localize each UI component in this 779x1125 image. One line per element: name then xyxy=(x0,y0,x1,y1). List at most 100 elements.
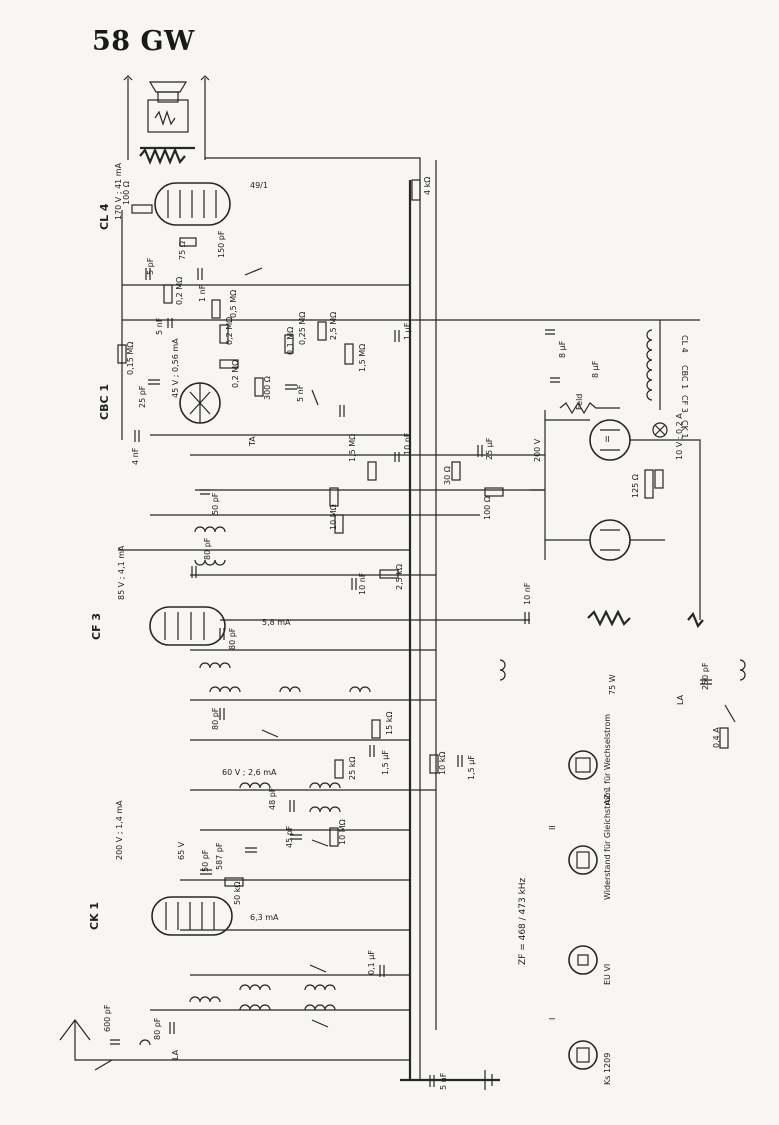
lbl-c10n: 10 nF xyxy=(403,432,412,455)
lbl-r05m: 0,5 MΩ xyxy=(229,290,238,318)
power-rails xyxy=(100,157,700,1090)
ck1-osc: 60 V ; 2,6 mA xyxy=(222,768,277,777)
lbl-c80p-d: 80 pF xyxy=(153,1017,162,1040)
lbl-c8u: 8 µF xyxy=(558,340,567,358)
lbl-c4n: 4 nF xyxy=(131,447,140,465)
lbl-r25k-b: 25 kΩ xyxy=(348,757,357,780)
rectifier-tubes xyxy=(530,410,701,620)
lbl-c1u: 1 µF xyxy=(403,322,412,340)
cl4-voltage: 170 V ; 41 mA xyxy=(114,162,123,220)
lbl-pot15k: 15 kΩ xyxy=(385,712,394,735)
tube-cf3: 5,8 mA xyxy=(149,606,291,646)
lbl-r30: 30 Ω xyxy=(443,466,452,485)
lbl-c600p: 600 pF xyxy=(103,1004,112,1032)
lbl-r02m-a: 0,2 MΩ xyxy=(175,277,184,305)
legend-euvi: EU VI xyxy=(603,964,612,985)
legend-az1: AZ 1 für Wechselstrom xyxy=(603,714,612,805)
lbl-r10m: 10 MΩ xyxy=(329,504,338,530)
lbl-r25m: 2,5 MΩ xyxy=(329,312,338,340)
right-coils xyxy=(559,320,704,629)
lbl-r01m: 0,1 MΩ xyxy=(286,327,295,355)
lbl-c80p: 80 pF xyxy=(203,537,212,560)
lbl-fuse: 0,4 A xyxy=(712,727,721,748)
lbl-c5n: 5 nF xyxy=(155,317,164,335)
cbc1-label: CBC 1 xyxy=(98,384,111,420)
lbl-c45p: 45 pF xyxy=(285,825,294,848)
tube-cbc1 xyxy=(179,382,221,424)
lbl-c10n-c: 10 nF xyxy=(523,582,532,605)
if-coils xyxy=(189,526,746,1011)
tube-cl4: 49/1 xyxy=(154,181,268,226)
lbl-c25u: 25 µF xyxy=(485,437,494,460)
ck1-label: CK 1 xyxy=(88,902,101,930)
lbl-c50p: 50 pF xyxy=(211,492,220,515)
lbl-c5p: 5 pF xyxy=(146,257,155,275)
switches xyxy=(244,267,736,1028)
output-transformer xyxy=(139,146,195,165)
lbl-c80p-b: 80 pF xyxy=(228,627,237,650)
rectifier-label: II xyxy=(605,435,610,444)
lbl-r100-b: 100 Ω xyxy=(483,496,492,520)
lbl-zf: ZF = 468 / 473 kHz xyxy=(518,877,528,965)
cf3-label: CF 3 xyxy=(90,613,103,640)
coil-right-2: CL 4 xyxy=(680,335,689,353)
legend-mark-i: I xyxy=(548,1018,557,1020)
lbl-r100: 100 Ω xyxy=(122,181,131,205)
ck1-screen: 65 V xyxy=(177,841,186,860)
legend-widerstand: Widerstand für Gleichstrom xyxy=(603,790,612,900)
ck1-current: 6,3 mA xyxy=(250,913,279,922)
lbl-r10m-b: 10 MΩ xyxy=(338,819,347,845)
lbl-r300: 300 Ω xyxy=(263,376,272,400)
cf3-voltage: 85 V ; 4,1 mA xyxy=(117,545,126,600)
lbl-v200: 200 V xyxy=(533,438,542,462)
lbl-watt: 75 W xyxy=(608,674,617,695)
lbl-c10n-b: 10 nF xyxy=(358,572,367,595)
legend-mark-ii: II xyxy=(548,825,557,830)
lbl-r50k: 50 kΩ xyxy=(233,882,242,905)
lbl-c250p: 250 pF xyxy=(701,662,710,690)
ck1-anode: 200 V ; 1,4 mA xyxy=(115,800,124,860)
lbl-c587p: 587 pF xyxy=(215,842,224,870)
capacitors xyxy=(110,268,712,1087)
lbl-c25p: 25 pF xyxy=(138,385,147,408)
lbl-c5n-b: 5 nF xyxy=(296,384,305,402)
lbl-la: LA xyxy=(171,1049,180,1060)
lbl-r15m: 1,5 MΩ xyxy=(348,434,357,462)
lbl-c48p: 48 pF xyxy=(268,787,277,810)
lamp-label: 10 V ; 0,2 A xyxy=(675,413,684,460)
lbl-c50p-b: 50 pF xyxy=(201,849,210,872)
r125-label: 125 Ω xyxy=(631,474,640,498)
lbl-pot15m: 1,5 MΩ xyxy=(358,344,367,372)
resistors xyxy=(117,179,729,887)
lbl-c15u: 1,5 µF xyxy=(381,750,390,775)
legend-ks1209: Ks 1209 xyxy=(603,1053,612,1085)
lbl-ta: TA xyxy=(248,436,257,447)
lbl-la-right: LA xyxy=(676,694,685,705)
coil-right-1: CBC 1 xyxy=(680,365,689,389)
coil-right-3: CF 3 xyxy=(680,395,689,413)
component-labels: 100 Ω 4 kΩ 5 pF 150 pF 75 Ω 1 nF 0,2 MΩ … xyxy=(103,177,721,1090)
cbc1-value: 45 V ; 0,56 mA xyxy=(171,338,180,398)
schematic-title: 58 GW xyxy=(92,26,195,57)
tube-ck1: 6,3 mA 60 V ; 2,6 mA xyxy=(151,768,279,936)
lbl-r25k: 2,5 kΩ xyxy=(395,564,404,590)
lbl-r10k: 10 kΩ xyxy=(438,752,447,775)
cl4-label: CL 4 xyxy=(98,203,111,230)
lbl-r75: 75 Ω xyxy=(178,241,187,260)
tube-legend xyxy=(568,750,598,1070)
lbl-r02m-b: 0,2 MΩ xyxy=(225,317,234,345)
lbl-c15u-b: 1,5 µF xyxy=(467,755,476,780)
lbl-c80p-c: 80 pF xyxy=(211,707,220,730)
lbl-r025m: 0,25 MΩ xyxy=(298,312,307,345)
speaker xyxy=(123,75,210,160)
lbl-c150p: 150 pF xyxy=(217,230,226,258)
lbl-c01u: 0,1 µF xyxy=(367,950,376,975)
field-label: Feld xyxy=(575,394,584,410)
cl4-value: 49/1 xyxy=(250,181,268,190)
coil-right-4: CK 1 xyxy=(680,420,689,438)
lbl-c1n: 1 nF xyxy=(198,284,207,302)
lbl-c8u-b: 8 µF xyxy=(591,360,600,378)
lbl-r4k: 4 kΩ xyxy=(423,177,432,195)
